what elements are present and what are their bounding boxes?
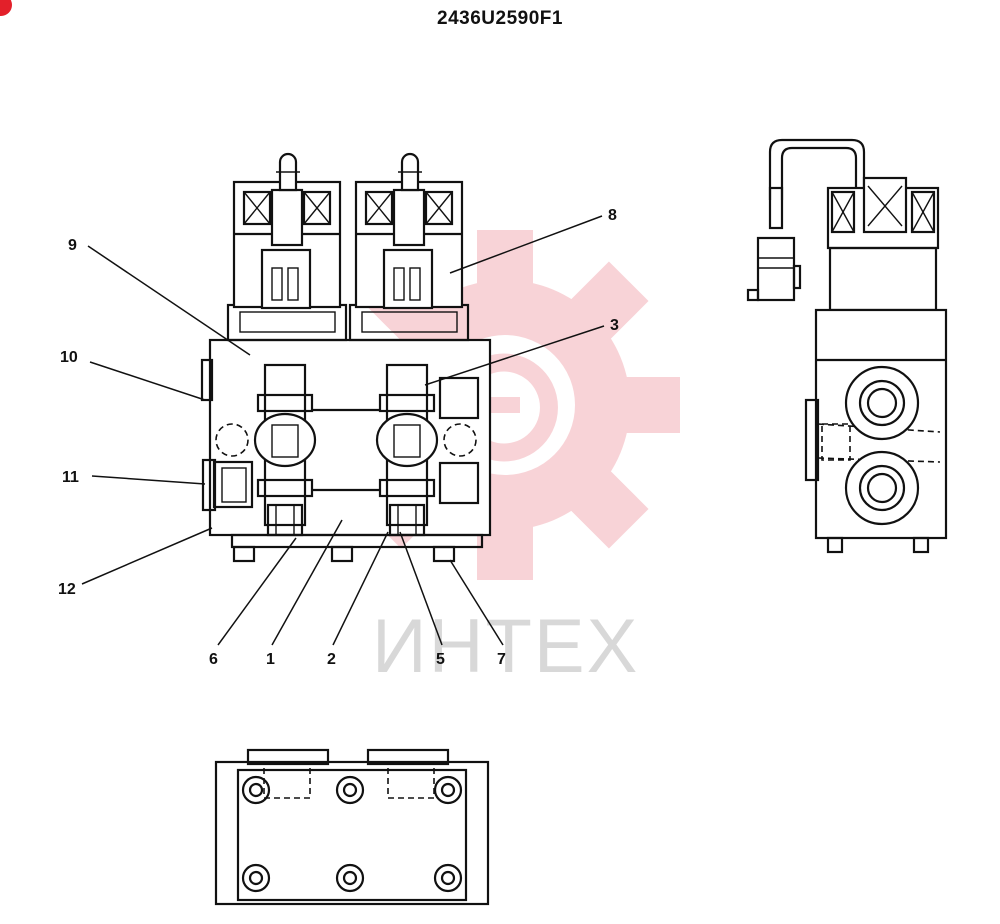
- callout-labels: 9 10 11 12 8 3 6 1 2 5 7: [58, 207, 619, 668]
- callout-12: 12: [58, 581, 76, 598]
- leader-lines: [81, 215, 605, 646]
- callout-10: 10: [60, 349, 78, 366]
- callout-7: 7: [497, 651, 506, 668]
- leader-5: [399, 531, 443, 646]
- leader-9: [87, 245, 251, 356]
- callout-1: 1: [266, 651, 275, 668]
- leader-8: [449, 215, 603, 274]
- leader-12: [81, 527, 213, 585]
- callout-3: 3: [610, 317, 619, 334]
- callout-5: 5: [436, 651, 445, 668]
- front-view: [200, 152, 492, 563]
- bottom-view: [214, 748, 490, 906]
- brand-mark-icon: [0, 0, 12, 16]
- callout-6: 6: [209, 651, 218, 668]
- leader-2: [332, 531, 389, 646]
- leader-7: [449, 559, 504, 646]
- callout-8: 8: [608, 207, 617, 224]
- callout-9: 9: [68, 237, 77, 254]
- watermark-text: ИНТЕХ: [372, 604, 639, 689]
- leader-10: [89, 361, 206, 401]
- document-title: 2436U2590F1: [437, 8, 563, 29]
- callout-11: 11: [62, 469, 79, 486]
- leader-6: [217, 537, 297, 646]
- side-view: [746, 138, 948, 554]
- leader-11: [91, 475, 206, 485]
- leader-3: [424, 325, 605, 386]
- callout-2: 2: [327, 651, 336, 668]
- leader-1: [271, 519, 343, 646]
